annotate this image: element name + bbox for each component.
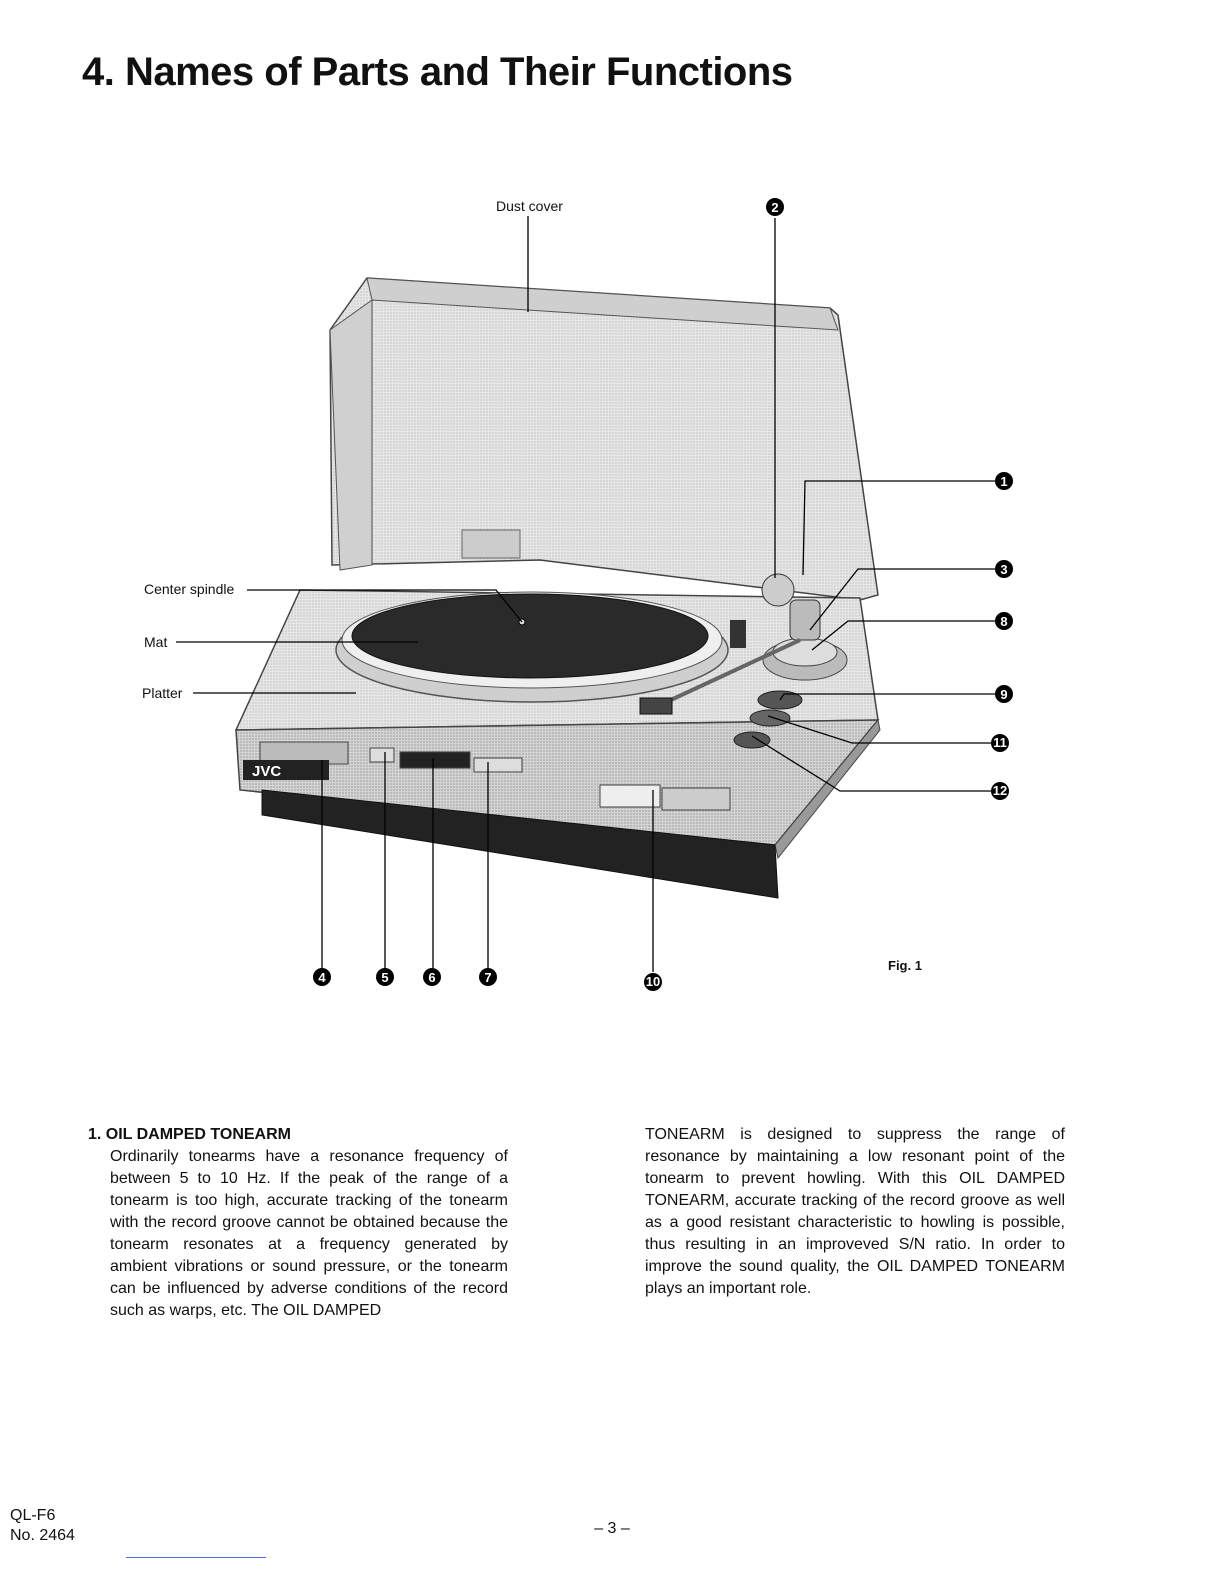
section-right-column: TONEARM is designed to suppress the rang… bbox=[645, 1124, 1065, 1300]
svg-text:9: 9 bbox=[1000, 687, 1007, 702]
svg-text:8: 8 bbox=[1000, 614, 1007, 629]
section-left-column: 1. OIL DAMPED TONEARM Ordinarily tonearm… bbox=[88, 1124, 508, 1322]
svg-text:3: 3 bbox=[1000, 562, 1007, 577]
turntable-base: JVC bbox=[234, 589, 881, 899]
section-body-right: TONEARM is designed to suppress the rang… bbox=[645, 1126, 1065, 1297]
svg-text:4: 4 bbox=[318, 970, 326, 985]
dust-cover-label: Dust cover bbox=[496, 198, 563, 214]
footer-doc-number: No. 2464 bbox=[10, 1527, 75, 1544]
platter-label: Platter bbox=[142, 685, 183, 701]
svg-text:10: 10 bbox=[646, 974, 660, 989]
svg-text:12: 12 bbox=[993, 783, 1007, 798]
svg-text:11: 11 bbox=[993, 735, 1007, 750]
figure-caption: Fig. 1 bbox=[888, 958, 922, 973]
turntable-figure: JVC bbox=[142, 198, 1013, 991]
callout-12: 12 bbox=[991, 782, 1009, 800]
callout-10: 10 bbox=[644, 973, 662, 991]
leader-lines bbox=[176, 216, 995, 972]
footer-model: QL-F6 bbox=[10, 1507, 56, 1524]
page-title: 4. Names of Parts and Their Functions bbox=[82, 50, 793, 94]
callout-5: 5 bbox=[376, 968, 394, 986]
dust-cover bbox=[329, 277, 879, 601]
brand-logo: JVC bbox=[252, 763, 281, 780]
footer-divider bbox=[126, 1557, 266, 1558]
callout-9: 9 bbox=[995, 685, 1013, 703]
svg-text:1: 1 bbox=[1000, 474, 1007, 489]
callout-1: 1 bbox=[995, 472, 1013, 490]
mat bbox=[351, 593, 709, 679]
callout-3: 3 bbox=[995, 560, 1013, 578]
svg-text:5: 5 bbox=[381, 970, 388, 985]
center-spindle-label: Center spindle bbox=[144, 581, 234, 597]
footer-model-info: QL-F6 No. 2464 bbox=[10, 1506, 75, 1546]
callout-8: 8 bbox=[995, 612, 1013, 630]
page-number: – 3 – bbox=[594, 1520, 630, 1537]
mat-label: Mat bbox=[144, 634, 167, 650]
callout-4: 4 bbox=[313, 968, 331, 986]
svg-text:6: 6 bbox=[428, 970, 435, 985]
section-body-left: Ordinarily tonearms have a resonance fre… bbox=[110, 1148, 508, 1319]
callout-6: 6 bbox=[423, 968, 441, 986]
callout-2: 2 bbox=[766, 198, 784, 216]
callout-7: 7 bbox=[479, 968, 497, 986]
tonearm-assembly bbox=[639, 573, 848, 749]
section-heading: 1. OIL DAMPED TONEARM bbox=[88, 1126, 291, 1143]
callout-11: 11 bbox=[991, 734, 1009, 752]
svg-text:7: 7 bbox=[484, 970, 491, 985]
svg-text:2: 2 bbox=[771, 200, 778, 215]
